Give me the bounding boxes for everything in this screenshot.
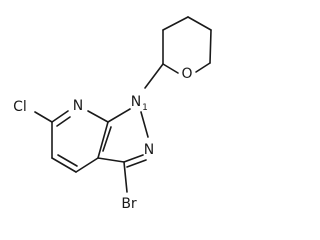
nitrogen-n1-label: N [131, 94, 141, 110]
structure-diagram: O N 1 N N Cl Br [13, 16, 212, 212]
bond-thp-c5-c6 [209, 29, 212, 64]
molecule-drawing: O N 1 N N Cl Br [13, 16, 212, 212]
bond-n1-c7a [107, 108, 131, 123]
bond-thp-c4-c5 [187, 16, 212, 31]
pyridine-ring [51, 110, 109, 173]
bond-c3a-c7a-double [102, 126, 112, 152]
bond-n2-c3-double [126, 159, 147, 168]
bond-c3-c3a [97, 157, 125, 163]
bond-thp-n1 [144, 63, 164, 89]
bond-thp-o-c2 [162, 63, 179, 74]
bond-c5-c4-double [57, 154, 78, 167]
bond-n7-c6 [51, 110, 69, 123]
chlorine-label: Cl [13, 99, 27, 115]
bond-c3a-c7a [97, 121, 109, 159]
tetrahydropyran-ring [162, 16, 212, 74]
bond-n2-c3 [123, 154, 144, 163]
bond-c5-c4 [51, 157, 77, 173]
bond-n7-c6-double [56, 116, 71, 127]
bond-c3-br [123, 161, 128, 193]
pyridine-nitrogen-label: N [73, 98, 83, 114]
bond-c4-c3a [75, 157, 99, 173]
bond-thp-c3-c4 [162, 16, 189, 31]
nitrogen-n2-label: N [144, 142, 154, 158]
bond-c7a-n7 [87, 110, 109, 123]
bond-c6-cl [34, 111, 53, 123]
bromine-label: Br [121, 196, 137, 212]
bond-n1-n2 [140, 111, 149, 138]
pyrazole-ring [97, 108, 149, 168]
bond-thp-c6-o [195, 62, 211, 73]
nitrogen-n1-locant: 1 [142, 103, 148, 113]
oxygen-label: O [181, 66, 192, 82]
